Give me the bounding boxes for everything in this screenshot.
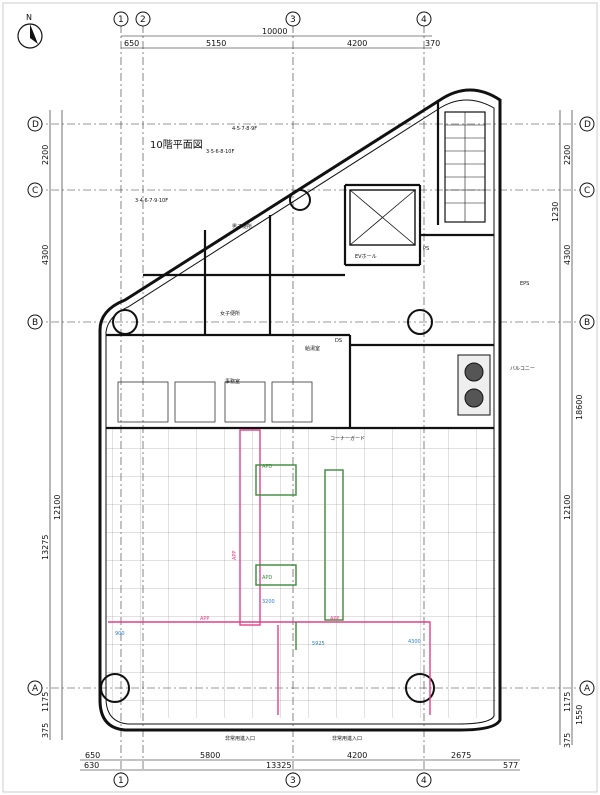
dim-right-8: 375 — [563, 733, 572, 748]
dim-left-4: 13275 — [41, 535, 50, 560]
grid-bubbles-side: D C B A D C B A — [27, 116, 595, 696]
north-label: N — [26, 13, 32, 22]
grid-bubbles-top: 1 2 3 4 — [113, 11, 432, 27]
dim-right-4: 18600 — [575, 395, 584, 420]
dim-right-6: 1175 — [563, 692, 572, 712]
dim-bottom-seg3: 4200 — [347, 751, 367, 760]
dimensions-left — [49, 110, 63, 740]
grid-bubbles-bottom: 1 3 4 — [113, 772, 432, 788]
pink-partitions — [108, 429, 431, 715]
label-eps: EPS — [520, 281, 529, 287]
dim-top-total: 10000 — [262, 27, 287, 36]
svg-text:4: 4 — [421, 776, 427, 786]
svg-text:D: D — [584, 120, 591, 130]
dim-left-3: 12100 — [53, 495, 62, 520]
dim-right-3: 4300 — [563, 245, 572, 265]
label-apd-2: APD — [262, 575, 272, 581]
furniture — [117, 381, 313, 423]
label-mens-wc: 男子便所 — [232, 223, 252, 230]
label-apd-1: APD — [262, 464, 272, 470]
dim-right-5: 12100 — [563, 495, 572, 520]
elevator-shaft — [349, 189, 416, 246]
dim-left-2: 4300 — [41, 245, 50, 265]
svg-text:3: 3 — [290, 15, 296, 25]
label-entry-1: 非常用進入口 — [225, 735, 255, 742]
dimensions-right — [559, 110, 573, 745]
dim-bottom-seg1: 650 — [85, 751, 100, 760]
label-5925: 5925 — [312, 641, 325, 647]
building-outline — [98, 88, 502, 732]
dimensions-bottom — [80, 759, 520, 771]
svg-text:2: 2 — [140, 15, 146, 25]
label-womens-wc: 女子便所 — [220, 310, 240, 317]
svg-text:C: C — [32, 186, 38, 196]
svg-text:B: B — [584, 318, 590, 328]
dim-top-seg3: 4200 — [347, 39, 367, 48]
dim-left-6: 375 — [41, 723, 50, 738]
svg-text:4: 4 — [421, 15, 427, 25]
label-ps: PS — [423, 246, 429, 252]
dim-top-seg4: 370 — [425, 39, 440, 48]
dim-right-7: 1550 — [575, 705, 584, 725]
label-balcony: バルコニー — [510, 366, 535, 372]
label-900: 900 — [115, 631, 125, 637]
label-office: 事務室 — [225, 378, 240, 385]
stairs — [444, 111, 486, 223]
label-3200: 3200 — [262, 599, 275, 605]
dim-left-5: 1175 — [41, 692, 50, 712]
dim-bottom-seg0: 630 — [84, 761, 99, 770]
dim-bottom-total: 13325 — [266, 761, 291, 770]
label-entry-2: 非常用進入口 — [332, 735, 362, 742]
north-arrow-icon: N — [17, 13, 43, 49]
columns — [100, 189, 435, 703]
dim-top-seg2: 5150 — [206, 39, 226, 48]
svg-text:1: 1 — [118, 15, 124, 25]
svg-text:A: A — [584, 684, 591, 694]
dim-bottom-seg2: 5800 — [200, 751, 220, 760]
tag-3: 3·4·6·7·9·10F — [135, 198, 168, 204]
label-app-1: APP — [232, 551, 238, 560]
label-ds: DS — [335, 338, 342, 344]
tag-1: 4·5·7·8·9F — [232, 126, 257, 132]
dim-right-2: 1230 — [551, 202, 560, 222]
dim-left-1: 2200 — [41, 145, 50, 165]
svg-text:A: A — [32, 684, 39, 694]
ceiling-grid — [106, 428, 496, 718]
dim-bottom-seg5: 577 — [503, 761, 518, 770]
svg-text:1: 1 — [118, 776, 124, 786]
tag-2: 3·5·6·8·10F — [206, 149, 234, 155]
label-app-2: APP — [200, 616, 209, 622]
svg-text:3: 3 — [290, 776, 296, 786]
outdoor-units — [457, 354, 491, 416]
svg-text:D: D — [32, 120, 39, 130]
svg-text:C: C — [584, 186, 590, 196]
core-walls — [106, 100, 494, 430]
dim-right-1: 2200 — [563, 145, 572, 165]
drawing-title: 10階平面図 — [150, 139, 203, 151]
label-kitchen: 給湯室 — [305, 345, 320, 352]
dimensions-top — [121, 35, 432, 49]
green-partitions — [255, 464, 344, 650]
label-app-3: APP — [330, 616, 339, 622]
label-4300: 4300 — [408, 639, 421, 645]
dim-top-seg1: 650 — [124, 39, 139, 48]
svg-text:B: B — [32, 318, 38, 328]
label-ev-hall: EVホール — [355, 254, 377, 260]
dim-bottom-seg4: 2675 — [451, 751, 471, 760]
label-corner-guard: コーナーガード — [330, 435, 365, 442]
